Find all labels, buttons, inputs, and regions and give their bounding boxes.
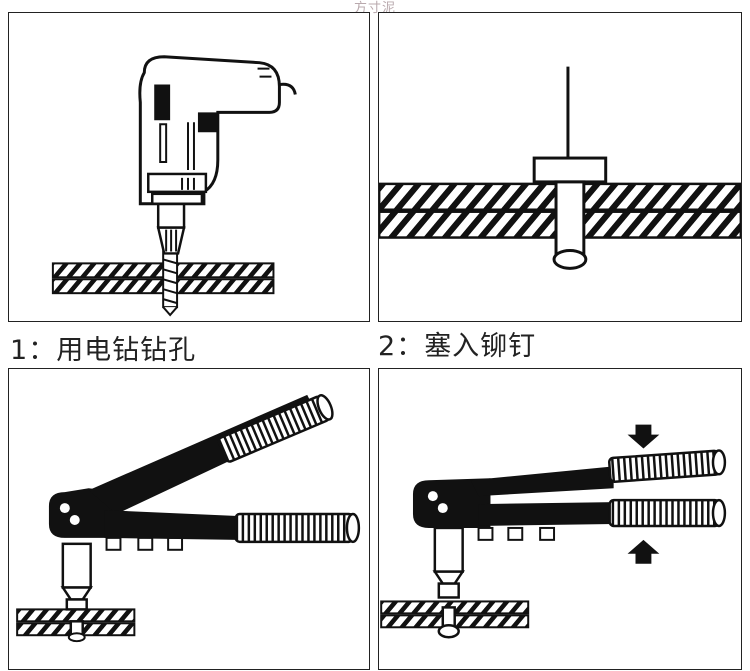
lower-grip <box>608 498 727 528</box>
lower-grip <box>234 512 361 544</box>
drill-illustration <box>51 55 297 317</box>
upper-grip <box>217 394 334 463</box>
jaw-tabs <box>105 536 184 551</box>
lower-handle <box>104 510 238 540</box>
panel-rivet-gun-squeeze <box>378 368 742 670</box>
rivet-gun-open-illustration <box>16 394 361 643</box>
rivet-insert-illustration <box>379 66 741 270</box>
rivet-icon <box>532 66 608 270</box>
upper-handle <box>470 466 614 497</box>
lower-handle <box>478 502 614 526</box>
step-2-caption: 2：塞入铆钉 <box>378 324 536 363</box>
step-1-number: 1 <box>10 335 29 366</box>
step-1-caption: 1：用电钻钻孔 <box>10 328 196 367</box>
step-2-separator: ： <box>396 331 425 362</box>
panel-rivet-gun-open <box>8 368 370 670</box>
upper-grip <box>607 449 727 483</box>
step-1-separator: ： <box>28 335 57 366</box>
drill-bit-icon <box>162 250 179 317</box>
rivet-gun-nose <box>432 526 465 639</box>
rivet-gun-head <box>412 478 491 528</box>
rivet-gun-squeeze-illustration <box>380 424 727 639</box>
step-2-number: 2 <box>378 331 397 362</box>
step-2-text: 塞入铆钉 <box>424 331 537 362</box>
arrow-down-icon <box>627 424 660 449</box>
rivet-gun-nose <box>60 542 93 643</box>
drill-body-icon <box>138 55 297 206</box>
drill-chuck <box>156 202 186 255</box>
panel-insert-rivet <box>378 12 742 322</box>
step-1-text: 用电钻钻孔 <box>56 335 197 366</box>
arrow-up-icon <box>627 539 660 564</box>
jaw-tabs <box>477 526 556 541</box>
panel-drill-hole <box>8 12 370 322</box>
